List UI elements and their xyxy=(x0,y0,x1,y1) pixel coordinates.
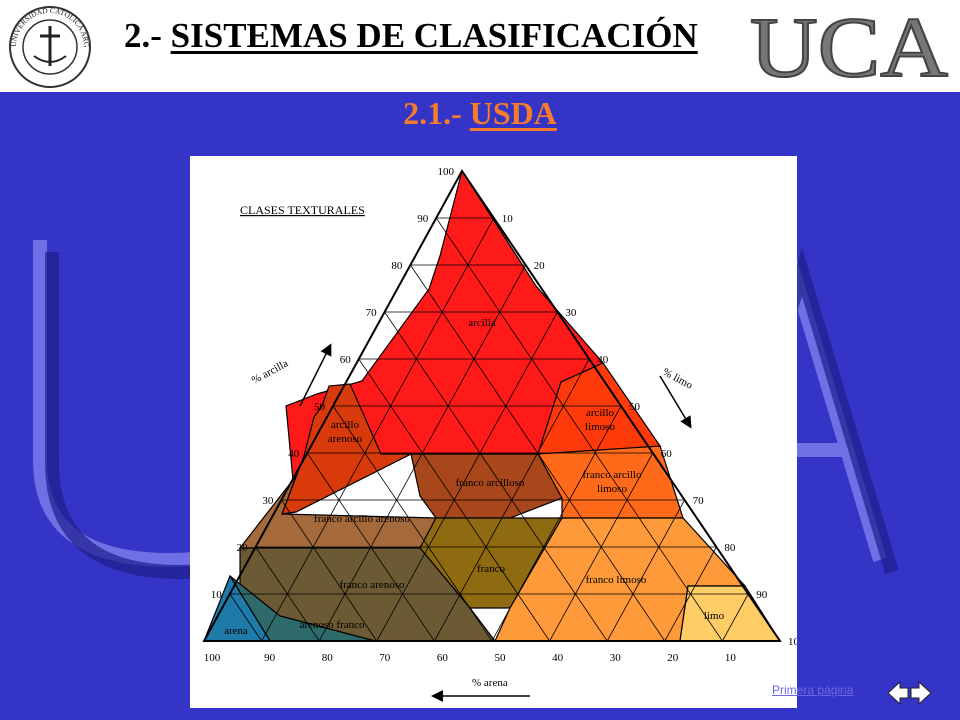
triangle-outline xyxy=(202,169,782,642)
tick-clay: 100 xyxy=(438,166,455,178)
tick-sand: 60 xyxy=(437,652,449,664)
tick-sand: 100 xyxy=(204,652,221,664)
grid-line xyxy=(549,452,654,642)
tick-sand: 80 xyxy=(322,652,334,664)
arrow-right-icon[interactable] xyxy=(909,680,933,706)
axis-label-clay: % arcilla xyxy=(250,358,291,387)
silt-arrow xyxy=(659,375,692,429)
tick-sand: 30 xyxy=(610,652,622,664)
title-main: SISTEMAS DE CLASIFICACIÓN xyxy=(170,16,698,55)
tick-silt: 30 xyxy=(565,307,577,319)
tick-sand: 20 xyxy=(667,652,679,664)
tick-clay: 70 xyxy=(366,307,378,319)
tick-sand: 40 xyxy=(552,652,564,664)
grid-line xyxy=(664,546,717,642)
tick-clay: 90 xyxy=(417,213,429,225)
tick-clay: 50 xyxy=(314,401,326,413)
tick-clay: 10 xyxy=(211,589,223,601)
tick-sand: 90 xyxy=(264,652,276,664)
diagram-heading: CLASES TEXTURALES xyxy=(240,203,365,217)
label-arcillo-arenoso-1: arcillo xyxy=(331,419,360,431)
grid-line xyxy=(606,499,685,642)
subtitle-main: USDA xyxy=(469,95,557,131)
silt-ticks: 10 20 30 40 50 60 70 80 90 100 xyxy=(502,213,797,648)
header-bar: UNIVERSIDAD CATOLICA ARGENTINA 2.- SISTE… xyxy=(0,0,960,92)
region-arcillo-arenoso xyxy=(281,383,412,515)
label-arcillo-limoso-2: limoso xyxy=(585,421,615,433)
grid-line xyxy=(722,593,749,642)
grid-line xyxy=(306,452,435,642)
grid-line xyxy=(384,311,608,642)
sand-ticks: 100 90 80 70 60 50 40 30 20 10 xyxy=(204,652,737,664)
tick-clay: 20 xyxy=(237,542,249,554)
tick-sand: 70 xyxy=(379,652,391,664)
tick-clay: 60 xyxy=(340,354,352,366)
arrow-left-icon[interactable] xyxy=(886,680,910,706)
tick-silt: 80 xyxy=(724,542,736,554)
label-franco-arenoso: franco arenoso xyxy=(339,579,405,591)
grid-line xyxy=(376,311,558,642)
grid-line xyxy=(435,217,723,642)
triangle-grid xyxy=(229,217,749,642)
page-title: 2.- SISTEMAS DE CLASIFICACIÓN xyxy=(124,14,698,58)
label-franco-limoso: franco limoso xyxy=(586,574,647,586)
axis-label-sand: % arena xyxy=(472,677,508,689)
label-arcilla: arcilla xyxy=(468,317,496,329)
tick-silt: 40 xyxy=(597,354,609,366)
tick-clay: 40 xyxy=(288,448,300,460)
tick-silt: 50 xyxy=(629,401,641,413)
tick-clay: 30 xyxy=(262,495,274,507)
tick-silt: 20 xyxy=(534,260,546,272)
tick-silt: 10 xyxy=(502,213,514,225)
section-subtitle: 2.1.- USDA xyxy=(0,92,960,134)
tick-clay: 80 xyxy=(391,260,403,272)
tick-silt: 60 xyxy=(661,448,673,460)
university-seal-logo: UNIVERSIDAD CATOLICA ARGENTINA xyxy=(4,4,91,88)
clay-ticks: 10 20 30 40 50 60 70 80 90 100 xyxy=(211,166,455,601)
label-franco-arcilloso: franco arcilloso xyxy=(456,477,525,489)
grid-line xyxy=(229,593,262,642)
grid-line xyxy=(261,217,495,642)
label-arena: arena xyxy=(224,625,248,637)
grid-line xyxy=(332,405,493,642)
logo-text: UCA xyxy=(750,4,948,86)
title-prefix: 2.- xyxy=(124,16,171,55)
uca-logo: UCA xyxy=(749,4,949,86)
label-arenoso-franco: arenoso franco xyxy=(299,619,365,631)
label-franco-arcillo-arenoso: franco arcillo arenoso xyxy=(314,513,410,525)
axis-label-silt: % limo xyxy=(661,366,695,392)
textural-triangle-diagram: CLASES TEXTURALES arcilla arcillo arenos… xyxy=(190,156,797,708)
tick-silt: 70 xyxy=(693,495,705,507)
tick-sand: 10 xyxy=(725,652,737,664)
tick-sand: 50 xyxy=(495,652,507,664)
grid-line xyxy=(281,499,378,642)
tick-silt: 90 xyxy=(756,589,768,601)
grid-line xyxy=(255,546,320,642)
first-page-link[interactable]: Primera página xyxy=(772,683,854,697)
grid-line xyxy=(491,405,622,642)
label-franco-arcillo-limoso-1: franco arcillo xyxy=(583,469,642,481)
subtitle-prefix: 2.1.- xyxy=(403,95,470,131)
tick-silt: 100 xyxy=(788,636,797,648)
region-franco xyxy=(419,517,564,609)
label-franco-arcillo-limoso-2: limoso xyxy=(597,483,627,495)
label-limo: limo xyxy=(704,610,725,622)
clay-arrow xyxy=(299,343,332,407)
label-arcillo-arenoso-2: arenoso xyxy=(328,433,363,445)
label-franco: franco xyxy=(477,563,506,575)
label-arcillo-limoso-1: arcillo xyxy=(586,407,615,419)
